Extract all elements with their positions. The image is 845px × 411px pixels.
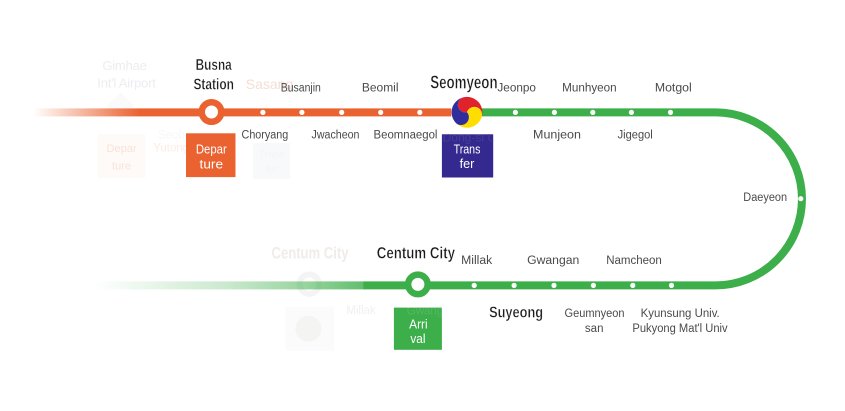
svg-text:Yutong: Yutong	[153, 143, 189, 155]
svg-text:Geumnyeon: Geumnyeon	[565, 308, 625, 320]
svg-text:san: san	[585, 323, 604, 335]
svg-text:Busna: Busna	[196, 57, 232, 74]
svg-text:Beomil: Beomil	[362, 82, 399, 94]
svg-text:Depar: Depar	[107, 143, 137, 155]
svg-text:Gimhae: Gimhae	[102, 58, 146, 73]
svg-text:Trans: Trans	[454, 142, 481, 157]
svg-text:ture: ture	[200, 157, 224, 172]
svg-text:fer: fer	[460, 156, 476, 171]
svg-text:Dong-si Univ: Dong-si Univ	[443, 131, 512, 145]
svg-text:Choryang: Choryang	[242, 129, 289, 141]
svg-text:fer: fer	[266, 165, 278, 176]
svg-text:Centum City: Centum City	[377, 245, 456, 263]
svg-text:Millak: Millak	[346, 305, 376, 317]
svg-text:Millak: Millak	[461, 255, 492, 267]
svg-text:Daeyeon: Daeyeon	[743, 192, 787, 204]
svg-text:Motgol: Motgol	[655, 82, 692, 94]
svg-text:Centum City: Centum City	[272, 245, 350, 263]
svg-text:val: val	[410, 331, 425, 346]
svg-text:ture: ture	[112, 161, 131, 173]
svg-text:Jigegol: Jigegol	[618, 129, 653, 141]
svg-text:Munjeon: Munjeon	[533, 129, 581, 141]
svg-text:Seomyeon: Seomyeon	[430, 71, 497, 92]
svg-text:Seob: Seob	[158, 130, 185, 142]
svg-text:Jeonpo: Jeonpo	[497, 82, 536, 94]
svg-text:Station: Station	[193, 77, 234, 94]
svg-text:Int'l Airport: Int'l Airport	[97, 76, 156, 91]
svg-text:Arri: Arri	[409, 316, 428, 331]
svg-text:Beomnaegol: Beomnaegol	[374, 129, 438, 141]
svg-text:Sasang: Sasang	[246, 76, 293, 92]
svg-text:Trans: Trans	[259, 150, 284, 161]
svg-text:Gwangalli on: Gwangalli on	[407, 306, 473, 318]
svg-text:Jwacheon: Jwacheon	[312, 129, 360, 141]
svg-text:Munhyeon: Munhyeon	[562, 82, 617, 94]
svg-text:Gwangan: Gwangan	[527, 255, 579, 267]
svg-text:Busanjin: Busanjin	[281, 82, 321, 94]
svg-text:Namcheon: Namcheon	[606, 255, 662, 267]
svg-text:Kyunsung Univ.: Kyunsung Univ.	[641, 308, 720, 320]
svg-text:Suyeong: Suyeong	[489, 305, 543, 322]
svg-text:Depar: Depar	[196, 142, 228, 157]
svg-text:Pukyong Mat'l Univ: Pukyong Mat'l Univ	[632, 323, 727, 335]
